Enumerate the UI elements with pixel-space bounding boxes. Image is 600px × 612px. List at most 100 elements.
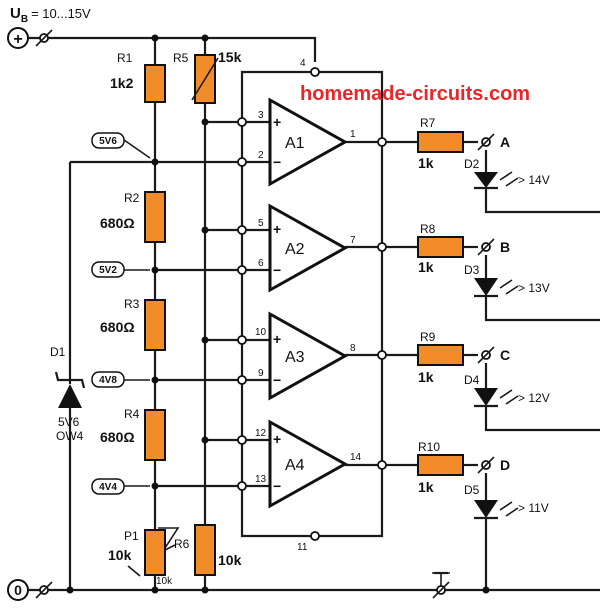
svg-text:1k: 1k (418, 259, 434, 275)
r4-value: 680Ω (100, 429, 135, 445)
output-a-label: A (500, 134, 510, 150)
svg-text:4V8: 4V8 (99, 375, 117, 386)
svg-text:−: − (273, 478, 281, 494)
svg-text:1: 1 (350, 129, 356, 140)
svg-text:5V2: 5V2 (99, 265, 117, 276)
r6-value: 10k (218, 552, 242, 568)
svg-text:4V4: 4V4 (99, 482, 117, 493)
wiring (28, 36, 600, 592)
svg-text:D5: D5 (464, 483, 480, 497)
tap-tag-4v4: 4V4 (91, 478, 150, 495)
opamp-a1: A1 + − (268, 97, 349, 187)
svg-text:10: 10 (255, 327, 267, 338)
svg-text:1k: 1k (418, 155, 434, 171)
svg-text:1k: 1k (418, 479, 434, 495)
svg-text:R7: R7 (420, 116, 436, 130)
svg-text:+: + (273, 221, 281, 237)
pin-numbers: 4 3 2 1 5 6 7 10 9 8 12 13 14 11 (255, 58, 362, 553)
supply-plus-terminal: + (7, 27, 53, 49)
svg-text:2: 2 (258, 150, 264, 161)
svg-text:UB= 10...15V: UB= 10...15V (10, 5, 91, 25)
zener-diode-d1: D1 5V6 OW4 (50, 345, 86, 443)
svg-text:12: 12 (255, 428, 267, 439)
resistor-r8: R8 1k (417, 222, 464, 275)
ground-symbol-icon (432, 571, 450, 599)
led-d5: D D5 > 11V (464, 456, 549, 520)
led-d3: B D3 > 13V (464, 238, 550, 298)
svg-text:−: − (273, 372, 281, 388)
svg-text:R10: R10 (418, 440, 440, 454)
resistor-r5: R5 15k (173, 49, 242, 104)
resistor-r9: R9 1k (417, 330, 464, 385)
r3-value: 680Ω (100, 319, 135, 335)
r5-value: 15k (218, 49, 242, 65)
r4-name: R4 (124, 407, 140, 421)
threshold-d5: > 11V (518, 501, 549, 515)
led-d2: A D2 > 14V (464, 133, 550, 190)
opamp-a4: A4 + − (268, 419, 349, 509)
svg-text:8: 8 (350, 343, 356, 354)
svg-text:14: 14 (350, 452, 362, 463)
p1-value: 10k (108, 547, 132, 563)
resistor-r4: R4 680Ω (100, 407, 166, 461)
svg-text:−: − (273, 154, 281, 170)
threshold-d3: > 13V (518, 281, 550, 295)
svg-text:A4: A4 (285, 457, 305, 474)
supply-subscript: B (21, 14, 28, 25)
output-b-label: B (500, 239, 510, 255)
svg-text:D2: D2 (464, 157, 480, 171)
r2-name: R2 (124, 191, 140, 205)
supply-voltage-label: UB= 10...15V (10, 5, 91, 25)
threshold-d2: > 14V (518, 173, 550, 187)
zero-symbol: 0 (14, 582, 22, 598)
supply-symbol: U (10, 5, 21, 22)
svg-text:5: 5 (258, 218, 264, 229)
svg-text:D3: D3 (464, 263, 480, 277)
resistor-r2: R2 680Ω (100, 191, 166, 243)
threshold-d4: > 12V (518, 391, 550, 405)
svg-text:1k: 1k (418, 369, 434, 385)
potentiometer-p1: P1 10k 10k (108, 529, 176, 587)
resistor-r10: R10 1k (417, 440, 464, 495)
resistor-r6: R6 10k (174, 524, 242, 576)
output-c-label: C (500, 347, 510, 363)
svg-text:5V6: 5V6 (99, 136, 117, 147)
svg-text:11: 11 (297, 542, 308, 553)
tap-tag-5v2: 5V2 (91, 261, 150, 278)
svg-text:D4: D4 (464, 373, 480, 387)
svg-text:A1: A1 (285, 135, 305, 152)
plus-symbol: + (13, 31, 22, 48)
svg-text:+: + (273, 331, 281, 347)
svg-text:6: 6 (258, 258, 264, 269)
r5-name: R5 (173, 51, 189, 65)
r6-name: R6 (174, 537, 190, 551)
resistor-r3: R3 680Ω (100, 297, 166, 351)
r1-name: R1 (117, 51, 133, 65)
svg-text:A3: A3 (285, 349, 305, 366)
svg-text:−: − (273, 262, 281, 278)
supply-zero-terminal: 0 (7, 579, 53, 601)
svg-text:9: 9 (258, 368, 264, 379)
r3-name: R3 (124, 297, 140, 311)
svg-text:A2: A2 (285, 241, 305, 258)
svg-text:+: + (273, 114, 281, 130)
r1-value: 1k2 (110, 75, 134, 91)
tap-tag-5v6: 5V6 (91, 132, 151, 159)
opamp-a2: A2 + − (268, 203, 349, 293)
svg-text:R9: R9 (420, 330, 436, 344)
svg-text:7: 7 (350, 235, 356, 246)
svg-text:13: 13 (255, 474, 267, 485)
svg-text:+: + (273, 431, 281, 447)
opamp-a3: A3 + − (268, 311, 349, 401)
d1-value: 5V6 (58, 415, 80, 429)
p1-name: P1 (124, 529, 139, 543)
watermark-text: homemade-circuits.com (300, 83, 530, 105)
d1-type: OW4 (56, 429, 84, 443)
p1-value-small: 10k (156, 576, 173, 587)
output-d-label: D (500, 457, 510, 473)
svg-text:R8: R8 (420, 222, 436, 236)
svg-text:3: 3 (258, 110, 264, 121)
pin-sockets (237, 67, 387, 541)
supply-range: = 10...15V (31, 6, 91, 21)
